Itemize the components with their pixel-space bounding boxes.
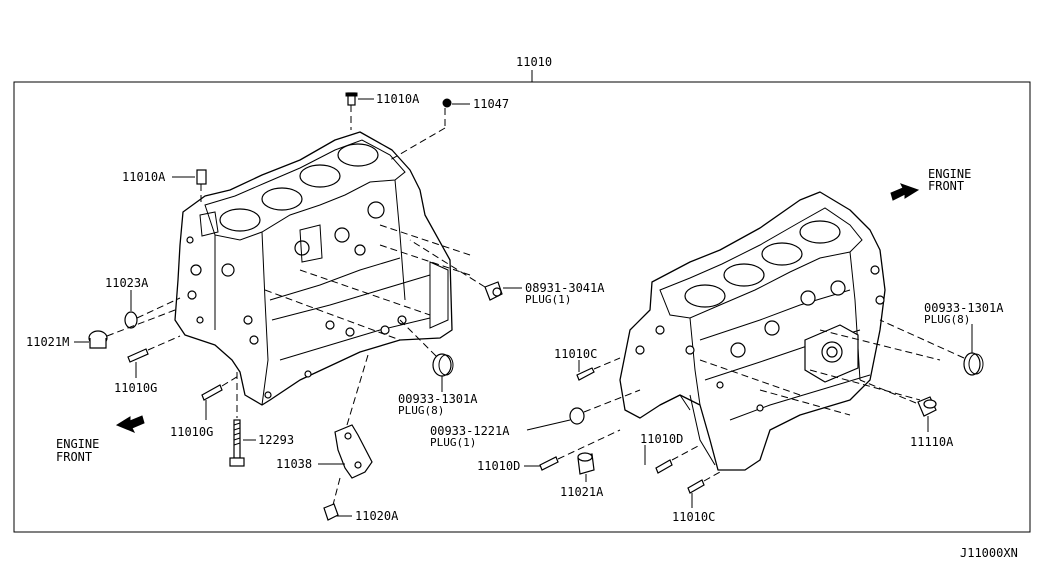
engine-front-arrow-right [890, 183, 920, 201]
engine-front-right-line1: ENGINE [928, 167, 971, 181]
label-11023A[interactable]: 11023A [105, 276, 149, 290]
left-cylinder-block [174, 131, 453, 406]
label-11010A-left[interactable]: 11010A [122, 170, 166, 184]
dowel-11010C-top[interactable] [576, 367, 595, 381]
engine-front-left-line1: ENGINE [56, 437, 99, 451]
label-11010D-a[interactable]: 11010D [477, 459, 520, 473]
dowel-11010G-b[interactable] [201, 384, 223, 401]
engine-front-arrow-left [115, 415, 145, 433]
label-00933-1301A-left-desc: PLUG(8) [398, 404, 444, 417]
plug-11047[interactable] [442, 98, 452, 108]
plug-00933-1221A[interactable] [569, 407, 585, 425]
label-00933-1301A-right-desc: PLUG(8) [924, 313, 970, 326]
label-00933-1221A-desc: PLUG(1) [430, 436, 476, 449]
label-00933-1301A-right-code[interactable]: 00933-1301A [924, 301, 1004, 315]
stud-11110A[interactable] [917, 396, 937, 417]
label-11010C-top[interactable]: 11010C [554, 347, 597, 361]
label-11047[interactable]: 11047 [473, 97, 509, 111]
dowel-11010A-top[interactable] [345, 92, 358, 106]
engine-front-left-line2: FRONT [56, 450, 92, 464]
plug-00933-1301A-right[interactable] [963, 352, 984, 376]
dowel-11010D-b[interactable] [655, 459, 673, 474]
label-11010A-top[interactable]: 11010A [376, 92, 420, 106]
dowel-11010A-left[interactable] [196, 169, 207, 185]
figure-code: J11000XN [960, 546, 1018, 560]
dowel-11010D-a[interactable] [539, 456, 559, 471]
label-00933-1301A-left-code[interactable]: 00933-1301A [398, 392, 478, 406]
label-11010G-a[interactable]: 11010G [114, 381, 157, 395]
label-11021M[interactable]: 11021M [26, 335, 69, 349]
bracket-11038[interactable] [334, 424, 373, 479]
label-12293[interactable]: 12293 [258, 433, 294, 447]
label-08931-3041A-code[interactable]: 08931-3041A [525, 281, 605, 295]
bolt-11020A[interactable] [323, 503, 339, 521]
label-11010C-bottom[interactable]: 11010C [672, 510, 715, 524]
plug-08931-3041A[interactable] [484, 281, 503, 301]
label-11020A[interactable]: 11020A [355, 509, 399, 523]
bolt-12293[interactable] [229, 419, 245, 467]
plug-11021M[interactable] [88, 330, 108, 349]
main-part-number[interactable]: 11010 [516, 55, 552, 69]
label-11038[interactable]: 11038 [276, 457, 312, 471]
washer-11023A[interactable] [124, 311, 138, 329]
label-00933-1221A-code[interactable]: 00933-1221A [430, 424, 510, 438]
label-11110A[interactable]: 11110A [910, 435, 954, 449]
label-11010G-b[interactable]: 11010G [170, 425, 213, 439]
label-08931-3041A-desc: PLUG(1) [525, 293, 571, 306]
dowel-11010C-bottom[interactable] [687, 479, 705, 494]
diagram-frame [13, 81, 1031, 533]
engine-front-right-line2: FRONT [928, 179, 964, 193]
label-11021A[interactable]: 11021A [560, 485, 604, 499]
label-11010D-b[interactable]: 11010D [640, 432, 683, 446]
plug-00933-1301A-left[interactable] [432, 353, 454, 377]
plug-11021A[interactable] [577, 452, 595, 475]
right-cylinder-block [619, 191, 886, 471]
dowel-11010G-a[interactable] [127, 348, 149, 363]
